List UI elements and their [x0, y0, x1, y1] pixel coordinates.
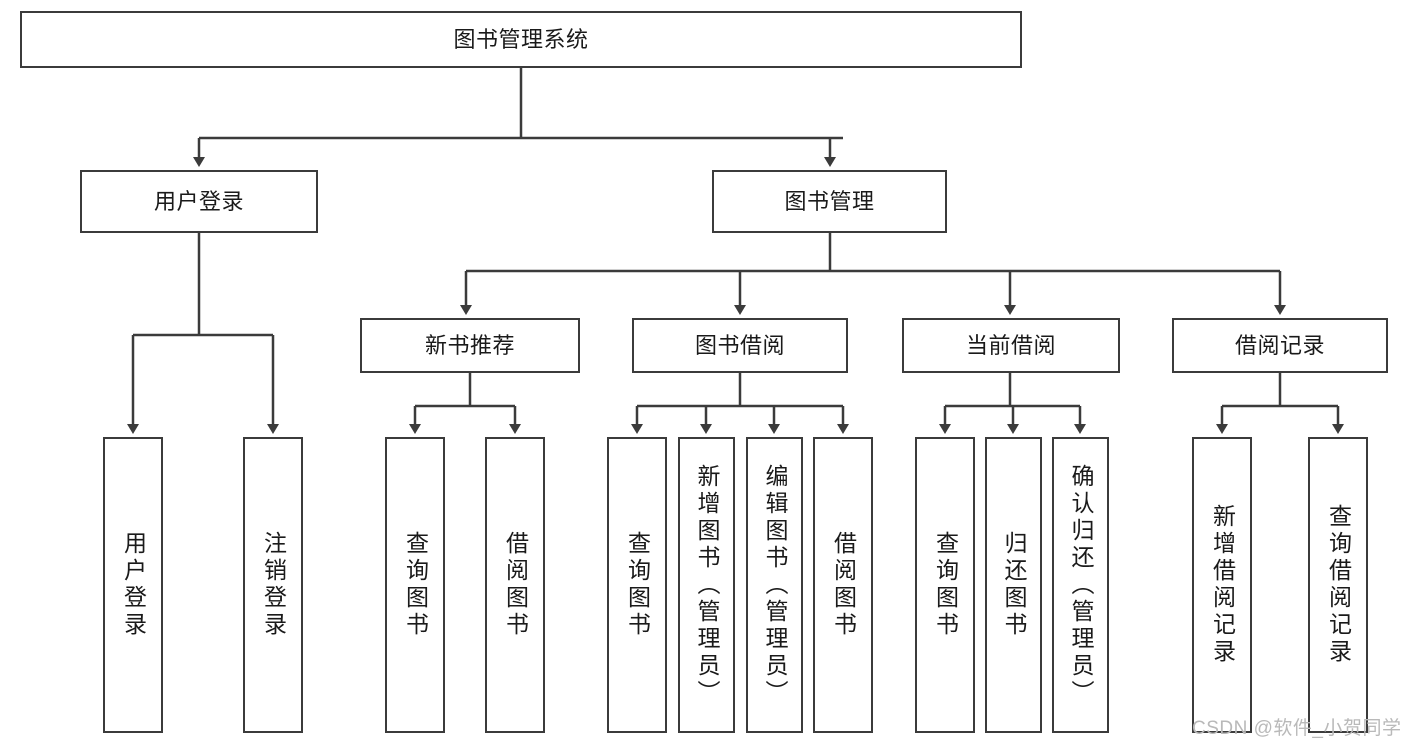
node-leaf-confirm-return-label: 确认归还（管理员）	[1068, 463, 1094, 707]
node-leaf-add-book-label: 新增图书（管理员）	[694, 463, 720, 707]
node-book-borrow-label: 图书借阅	[694, 332, 785, 358]
node-leaf-query-book-2-label: 查询图书	[624, 531, 651, 639]
node-current-borrow-label: 当前借阅	[965, 332, 1056, 358]
node-leaf-query-book-3[interactable]: 查询图书	[915, 437, 975, 733]
node-leaf-user-login-label: 用户登录	[120, 531, 147, 639]
node-leaf-borrow-book-1-label: 借阅图书	[502, 531, 529, 639]
node-leaf-add-record-label: 新增借阅记录	[1209, 504, 1236, 666]
node-leaf-return-book-label: 归还图书	[1001, 531, 1027, 639]
node-new-book-rec-label: 新书推荐	[424, 332, 515, 358]
node-leaf-borrow-book-1[interactable]: 借阅图书	[485, 437, 545, 733]
node-current-borrow[interactable]: 当前借阅	[902, 318, 1120, 373]
node-leaf-confirm-return[interactable]: 确认归还（管理员）	[1052, 437, 1109, 733]
node-leaf-query-record[interactable]: 查询借阅记录	[1308, 437, 1368, 733]
node-borrow-record-label: 借阅记录	[1234, 332, 1325, 358]
node-leaf-query-book-3-label: 查询图书	[932, 531, 959, 639]
node-borrow-record[interactable]: 借阅记录	[1172, 318, 1388, 373]
node-root-label: 图书管理系统	[453, 26, 589, 52]
node-root[interactable]: 图书管理系统	[20, 11, 1022, 68]
node-leaf-borrow-book-2[interactable]: 借阅图书	[813, 437, 873, 733]
node-leaf-borrow-book-2-label: 借阅图书	[830, 531, 857, 639]
node-user-login-label: 用户登录	[153, 188, 244, 214]
node-book-manage[interactable]: 图书管理	[712, 170, 947, 233]
node-leaf-query-book-1[interactable]: 查询图书	[385, 437, 445, 733]
node-leaf-logout[interactable]: 注销登录	[243, 437, 303, 733]
node-leaf-logout-label: 注销登录	[260, 531, 287, 639]
node-leaf-edit-book-label: 编辑图书（管理员）	[762, 463, 788, 707]
node-leaf-add-record[interactable]: 新增借阅记录	[1192, 437, 1252, 733]
node-leaf-query-book-1-label: 查询图书	[402, 531, 429, 639]
node-leaf-query-book-2[interactable]: 查询图书	[607, 437, 667, 733]
node-new-book-rec[interactable]: 新书推荐	[360, 318, 580, 373]
node-book-manage-label: 图书管理	[784, 188, 875, 214]
node-user-login[interactable]: 用户登录	[80, 170, 318, 233]
node-leaf-return-book[interactable]: 归还图书	[985, 437, 1042, 733]
node-leaf-add-book[interactable]: 新增图书（管理员）	[678, 437, 735, 733]
node-leaf-edit-book[interactable]: 编辑图书（管理员）	[746, 437, 803, 733]
node-book-borrow[interactable]: 图书借阅	[632, 318, 848, 373]
node-leaf-user-login[interactable]: 用户登录	[103, 437, 163, 733]
node-leaf-query-record-label: 查询借阅记录	[1325, 504, 1352, 666]
